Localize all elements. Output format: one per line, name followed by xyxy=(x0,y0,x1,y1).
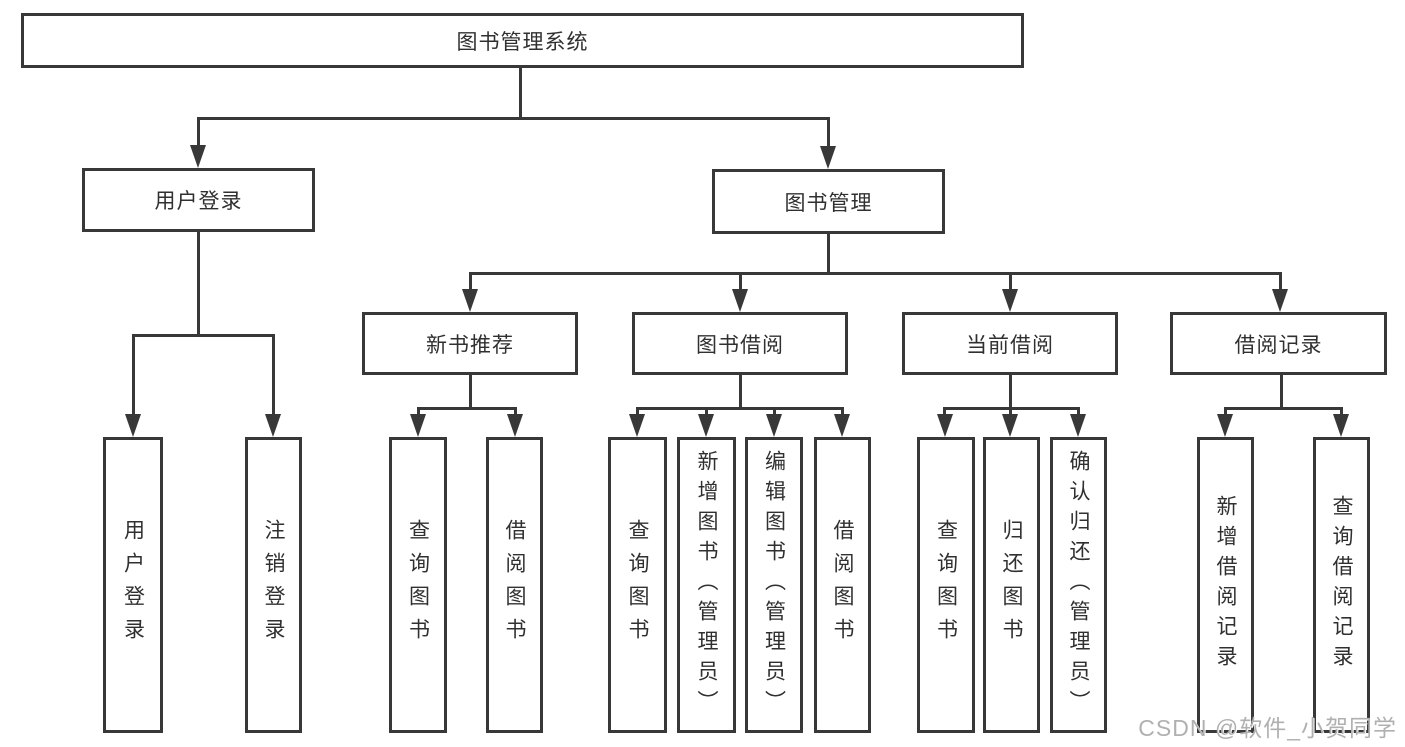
connector-line xyxy=(636,407,639,417)
connector-line xyxy=(514,407,517,417)
node-label: 当前借阅 xyxy=(966,333,1054,357)
leaf-label: 查询图书 xyxy=(406,519,430,651)
connector-line xyxy=(197,232,200,337)
leaf-user-login: 用户登录 xyxy=(103,437,163,733)
leaf-add-borrow-record: 新增借阅记录 xyxy=(1197,437,1254,733)
connector-line xyxy=(739,375,742,410)
node-label: 图书管理 xyxy=(784,191,873,215)
leaf-query-books-2: 查询图书 xyxy=(608,437,667,733)
connector-line xyxy=(1077,407,1080,417)
connector-line xyxy=(469,375,472,410)
node-book-borrow: 图书借阅 xyxy=(632,312,848,375)
leaf-label: 编辑图书（管理员） xyxy=(762,450,786,720)
connector-line xyxy=(943,407,946,417)
leaf-query-books-3: 查询图书 xyxy=(917,437,975,733)
leaf-logout: 注销登录 xyxy=(245,437,302,733)
arrowhead-down-icon xyxy=(462,289,478,312)
leaf-label: 借阅图书 xyxy=(831,519,855,651)
arrowhead-down-icon xyxy=(698,414,714,437)
connector-line xyxy=(1009,407,1012,417)
node-current-borrow: 当前借阅 xyxy=(902,312,1118,375)
connector-line xyxy=(1009,272,1012,292)
node-label: 用户登录 xyxy=(154,190,243,213)
leaf-query-books-1: 查询图书 xyxy=(389,437,447,733)
leaf-label: 查询图书 xyxy=(934,519,958,651)
leaf-return-books: 归还图书 xyxy=(983,437,1040,733)
leaf-confirm-return-admin: 确认归还（管理员） xyxy=(1050,437,1107,733)
leaf-label: 确认归还（管理员） xyxy=(1067,450,1091,720)
connector-line xyxy=(519,68,522,120)
connector-line xyxy=(1340,407,1343,417)
connector-line xyxy=(1224,407,1343,410)
connector-line xyxy=(636,407,844,410)
arrowhead-down-icon xyxy=(629,414,645,437)
arrowhead-down-icon xyxy=(507,414,523,437)
leaf-label: 查询图书 xyxy=(626,519,650,651)
arrowhead-down-icon xyxy=(1002,289,1018,312)
connector-line xyxy=(469,272,472,292)
leaf-label: 归还图书 xyxy=(1000,519,1024,651)
connector-line xyxy=(469,272,1282,275)
connector-line xyxy=(197,117,830,120)
arrowhead-down-icon xyxy=(937,414,953,437)
connector-line xyxy=(827,234,830,275)
connector-line xyxy=(132,334,275,337)
node-root-label: 图书管理系统 xyxy=(456,30,589,54)
connector-line xyxy=(417,407,420,417)
arrowhead-down-icon xyxy=(766,414,782,437)
node-label: 图书借阅 xyxy=(696,333,784,357)
arrowhead-down-icon xyxy=(265,414,281,437)
connector-line xyxy=(773,407,776,417)
connector-line xyxy=(705,407,708,417)
node-root: 图书管理系统 xyxy=(21,13,1024,68)
arrowhead-down-icon xyxy=(834,414,850,437)
watermark: CSDN @软件_小贺同学 xyxy=(1138,715,1397,741)
connector-line xyxy=(1279,272,1282,292)
node-new-book-recommend: 新书推荐 xyxy=(362,312,578,375)
arrowhead-down-icon xyxy=(125,414,141,437)
arrowhead-down-icon xyxy=(732,289,748,312)
node-label: 借阅记录 xyxy=(1234,333,1323,357)
leaf-label: 用户登录 xyxy=(121,519,145,651)
leaf-query-borrow-record: 查询借阅记录 xyxy=(1313,437,1370,733)
connector-line xyxy=(827,117,830,149)
leaf-label: 注销登录 xyxy=(262,519,286,651)
node-borrow-records: 借阅记录 xyxy=(1170,312,1387,375)
connector-line xyxy=(272,334,275,417)
connector-line xyxy=(1009,375,1012,410)
arrowhead-down-icon xyxy=(1217,414,1233,437)
leaf-add-book-admin: 新增图书（管理员） xyxy=(677,437,736,733)
arrowhead-down-icon xyxy=(1333,414,1349,437)
arrowhead-down-icon xyxy=(1070,414,1086,437)
arrowhead-down-icon xyxy=(410,414,426,437)
leaf-label: 查询借阅记录 xyxy=(1330,495,1354,675)
connector-line xyxy=(132,334,135,417)
connector-line xyxy=(841,407,844,417)
arrowhead-down-icon xyxy=(190,145,206,168)
connector-line xyxy=(739,272,742,292)
node-label: 新书推荐 xyxy=(426,333,514,357)
leaf-label: 新增借阅记录 xyxy=(1214,495,1238,675)
node-book-management: 图书管理 xyxy=(712,169,945,234)
leaf-borrow-books-1: 借阅图书 xyxy=(486,437,543,733)
arrowhead-down-icon xyxy=(820,146,836,169)
arrowhead-down-icon xyxy=(1002,414,1018,437)
connector-line xyxy=(1280,374,1283,410)
node-user-login: 用户登录 xyxy=(82,168,315,232)
connector-line xyxy=(417,407,517,410)
leaf-label: 新增图书（管理员） xyxy=(695,450,719,720)
leaf-edit-book-admin: 编辑图书（管理员） xyxy=(745,437,803,733)
connector-line xyxy=(1224,407,1227,417)
connector-line xyxy=(197,117,200,148)
leaf-label: 借阅图书 xyxy=(503,519,527,651)
leaf-borrow-books-2: 借阅图书 xyxy=(814,437,871,733)
arrowhead-down-icon xyxy=(1272,289,1288,312)
